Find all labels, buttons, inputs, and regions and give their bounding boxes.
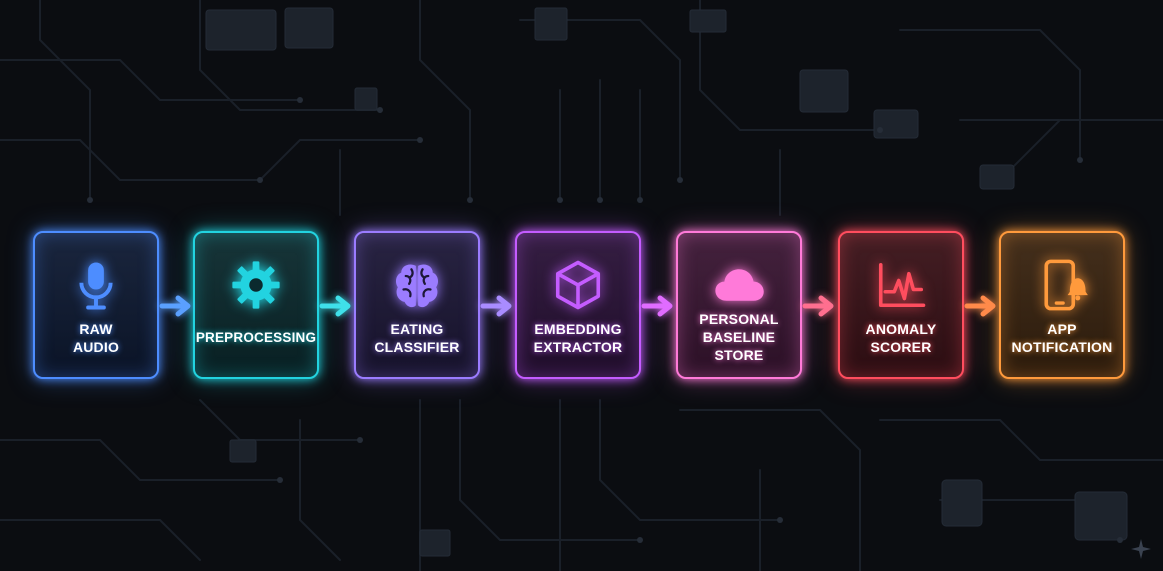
arrow-connector — [480, 293, 515, 319]
pulse-chart-icon — [840, 257, 962, 313]
arrow-connector — [964, 293, 999, 319]
arrow-connector — [159, 293, 194, 319]
gear-icon — [195, 257, 317, 313]
cloud-icon — [678, 257, 800, 313]
node-label: PREPROCESSING — [195, 330, 317, 345]
microphone-icon — [35, 257, 157, 313]
sparkle-icon — [1131, 539, 1151, 559]
arrow-connector — [802, 293, 837, 319]
brain-icon — [356, 257, 478, 313]
cube-icon — [517, 257, 639, 313]
arrow-connector — [319, 293, 354, 319]
node-preprocessing: PREPROCESSING — [193, 231, 319, 379]
arrow-connector — [641, 293, 676, 319]
phone-bell-icon — [1001, 257, 1123, 313]
